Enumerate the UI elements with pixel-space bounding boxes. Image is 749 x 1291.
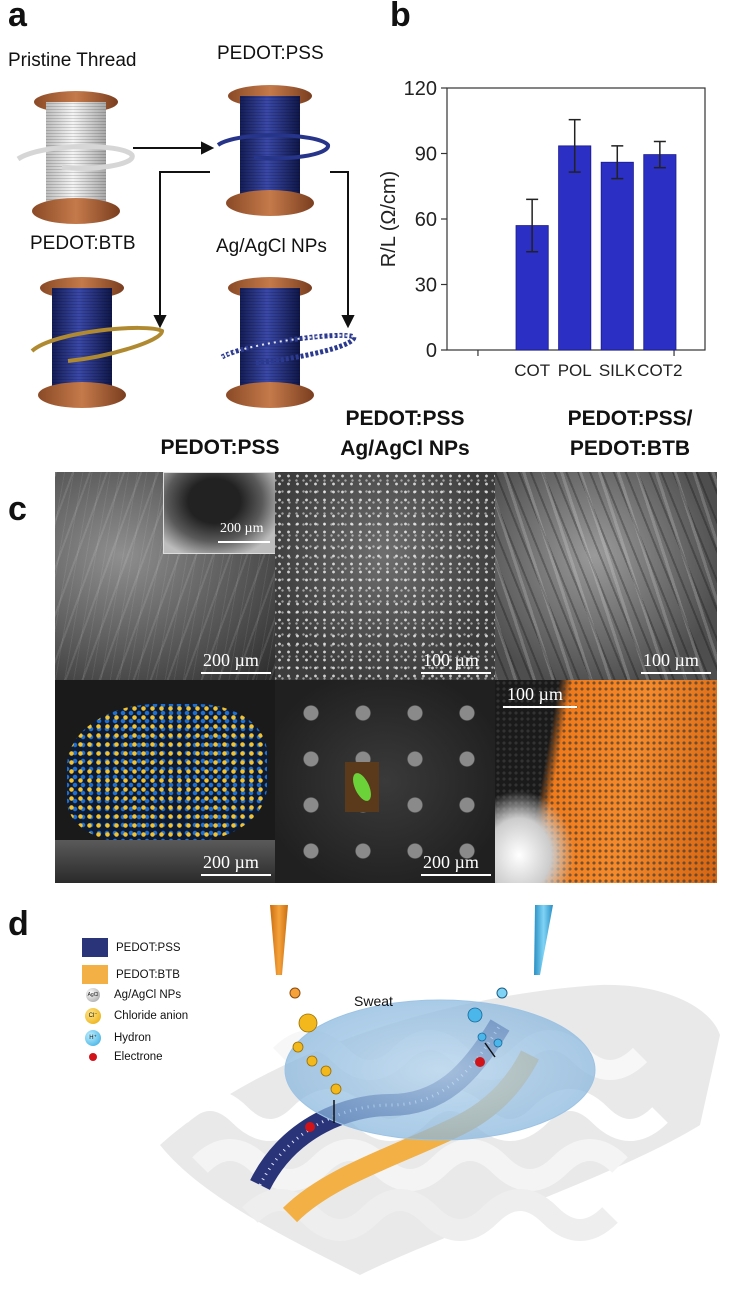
hydron-icon: H⁺: [85, 1030, 101, 1046]
y-tick-label: 120: [404, 78, 437, 100]
chloride-ions: [292, 1013, 342, 1095]
sem-inset: 200 µm: [163, 472, 275, 554]
legend-label-hydron: Hydron: [114, 1032, 152, 1044]
sweat-label: Sweat: [354, 993, 393, 1009]
eds-particle-core: [349, 770, 375, 804]
scale-bar-c6: [503, 706, 577, 708]
x-tick-label: COT: [514, 361, 550, 380]
column-title-line-1: PEDOT:PSS Ag/AgCl NPs: [340, 407, 470, 460]
scale-bar-c5: [421, 874, 491, 876]
legend-label-chloride: Chloride anion: [114, 1010, 189, 1022]
legend-label-pedot-btb: PEDOT:BTB: [116, 968, 180, 981]
x-tick-label: SILK: [599, 361, 637, 380]
chloride-icon: Cl⁻: [85, 1008, 101, 1024]
panel-c-letter: c: [8, 490, 27, 528]
legend-item-electron: Electrone: [82, 1051, 163, 1063]
legend-item-pedot-btb: PEDOT:BTB: [82, 965, 180, 984]
scale-text-c3: 100 µm: [643, 650, 699, 670]
eds-map-btb: 100 µm: [495, 680, 717, 883]
x-tick-label: POL: [558, 361, 592, 380]
y-tick-label: 60: [415, 209, 437, 231]
ag-agcl-label: Ag/AgCl NPs: [216, 236, 327, 257]
reaction-arrow-2: [484, 1042, 496, 1058]
pristine-thread-label: Pristine Thread: [8, 50, 137, 71]
legend: PEDOT:PSS PEDOT:BTB AgCl Ag/AgCl NPs Cl⁻…: [82, 938, 282, 1088]
electron-dot-2: [475, 1057, 485, 1067]
eds-map-agcl: 200 µm: [275, 680, 495, 883]
bar: [643, 154, 677, 351]
legend-label-agcl: Ag/AgCl NPs: [114, 989, 182, 1001]
agcl-sphere-icon: AgCl: [86, 988, 100, 1002]
spool-pristine: [16, 91, 135, 224]
panel-b-letter: b: [390, 0, 411, 34]
column-title-pedot-pss: PEDOT:PSS: [160, 436, 280, 459]
scale-bar-c2: [421, 672, 491, 674]
sem-image-pedot-pss: 200 µm 200 µm: [55, 472, 275, 680]
spools-illustration: [16, 85, 357, 408]
orange-pipette: [270, 905, 301, 999]
navy-square-icon: [82, 938, 108, 957]
eds-fiber-bundle: [67, 704, 267, 842]
scale-text-c6: 100 µm: [507, 684, 563, 704]
panel-d-letter: d: [8, 905, 29, 943]
x-tick-label: COT2: [637, 361, 682, 380]
inset-scale-text: 200 µm: [220, 521, 264, 536]
electron-dot-icon: [89, 1053, 97, 1061]
column-title-pedot-pss-agcl: PEDOT:PSS Ag/AgCl NPs: [300, 404, 510, 464]
sweat-drop: [284, 999, 596, 1141]
scale-bar-c1: [201, 672, 271, 674]
eds-bright-region: [495, 790, 575, 883]
scale-bar-c3: [641, 672, 711, 674]
scale-text-c5: 200 µm: [423, 852, 479, 872]
spool-pedot-pss: [216, 85, 330, 216]
spool-ag-agcl: [220, 277, 357, 408]
legend-label-pedot-pss: PEDOT:PSS: [116, 941, 181, 954]
process-arrows: [133, 141, 355, 329]
y-tick-label: 0: [426, 340, 437, 362]
pedot-btb-label: PEDOT:BTB: [30, 233, 136, 254]
eds-map-pedot-pss: 200 µm: [55, 680, 275, 883]
column-title-line-2: PEDOT:PSS/ PEDOT:BTB: [567, 407, 693, 460]
legend-item-chloride: Cl⁻ Chloride anion: [82, 1008, 188, 1024]
legend-item-pedot-pss: PEDOT:PSS: [82, 938, 181, 957]
eds-particle-highlight: [345, 762, 379, 812]
sem-image-btb: 100 µm: [495, 472, 717, 680]
hydron-ions: [467, 1007, 503, 1048]
scale-text-c4: 200 µm: [203, 852, 259, 872]
spool-pedot-btb: [30, 277, 165, 408]
bar: [600, 161, 634, 351]
legend-item-agcl: AgCl Ag/AgCl NPs: [82, 988, 181, 1002]
legend-label-electron: Electrone: [114, 1051, 163, 1063]
legend-item-hydron: H⁺ Hydron: [82, 1030, 151, 1046]
bar: [558, 145, 592, 351]
sem-image-agcl: 100 µm: [275, 472, 495, 680]
scale-bar-c4: [201, 874, 271, 876]
y-axis-label: R/L (Ω/cm): [378, 171, 400, 267]
panel-a-letter: a: [8, 0, 27, 34]
scale-text-c2: 100 µm: [423, 650, 479, 670]
scale-text-c1: 200 µm: [203, 650, 259, 670]
pedot-pss-label: PEDOT:PSS: [217, 43, 324, 64]
column-title-pedot-pss-btb: PEDOT:PSS/ PEDOT:BTB: [520, 404, 740, 464]
orange-square-icon: [82, 965, 108, 984]
electron-dot-1: [305, 1122, 315, 1132]
inset-scale-bar: [218, 541, 270, 543]
textile-sensor-illustration: Sweat: [160, 905, 720, 1275]
y-tick-label: 30: [415, 275, 437, 297]
blue-pipette: [496, 905, 553, 999]
y-tick-label: 90: [415, 144, 437, 166]
